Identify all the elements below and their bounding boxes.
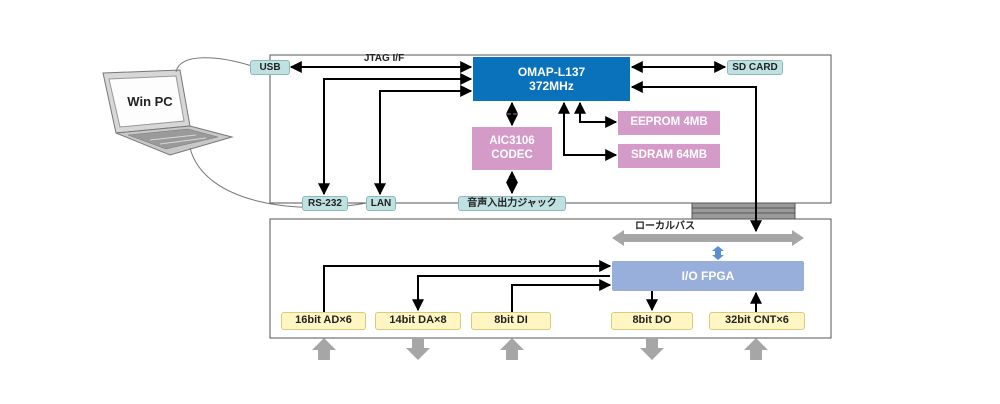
io-di: 8bit DI <box>471 312 551 330</box>
cpu-block: OMAP-L137 372MHz <box>473 57 630 101</box>
io-cnt: 32bit CNT×6 <box>709 312 805 330</box>
local-bus-arrow <box>612 230 804 246</box>
usb-port: USB <box>250 60 290 75</box>
codec-block: AIC3106 CODEC <box>472 127 552 170</box>
pc-label: Win PC <box>127 94 173 110</box>
lan-port: LAN <box>366 196 396 211</box>
cpu-clock: 372MHz <box>529 79 574 93</box>
io-board-outline <box>269 218 832 339</box>
sdram-block: SDRAM 64MB <box>618 144 720 168</box>
ad-input-arrow <box>312 338 336 360</box>
local-bus-label: ローカルバス <box>635 221 695 232</box>
eeprom-block: EEPROM 4MB <box>618 111 720 135</box>
codec-name: AIC3106 <box>489 134 535 147</box>
usb-cable <box>175 57 253 73</box>
do-output-arrow <box>640 338 664 360</box>
di-input-arrow <box>500 338 524 360</box>
codec-type: CODEC <box>491 148 533 161</box>
cpu-name: OMAP-L137 <box>517 64 586 79</box>
da-output-arrow <box>406 338 430 360</box>
sd-card-slot: SD CARD <box>727 60 783 75</box>
jtag-label: JTAG I/F <box>363 52 405 64</box>
io-da: 14bit DA×8 <box>375 312 461 330</box>
fpga-block: I/O FPGA <box>612 261 804 291</box>
laptop-icon <box>102 69 234 156</box>
io-do: 8bit DO <box>611 312 693 330</box>
audio-jack: 音声入出力ジャック <box>458 196 566 211</box>
board-connector <box>691 202 796 220</box>
io-ad: 16bit AD×6 <box>281 312 366 330</box>
rs232-port: RS-232 <box>302 196 348 211</box>
bus-fpga-link <box>712 246 724 260</box>
cnt-input-arrow <box>744 338 768 360</box>
